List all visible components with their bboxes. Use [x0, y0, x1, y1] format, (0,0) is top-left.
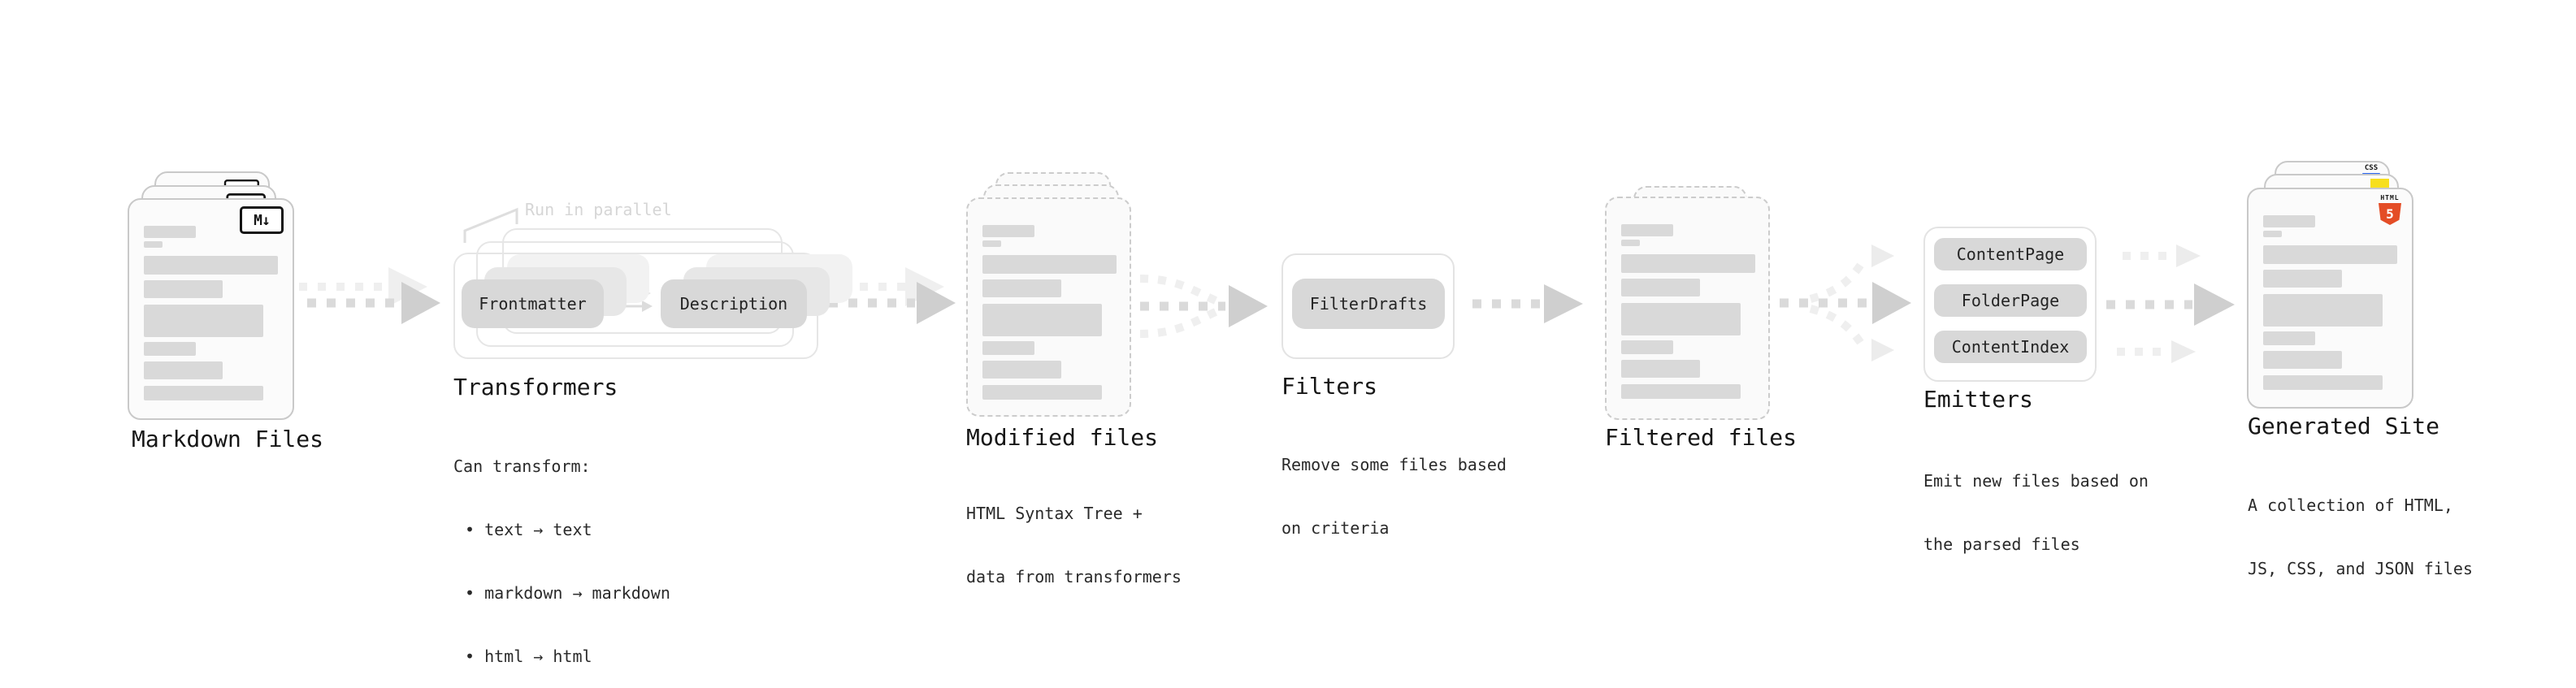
doc-content-bar — [144, 226, 196, 238]
doc-content-bar — [2263, 331, 2315, 345]
doc-content-bar — [144, 305, 263, 337]
doc-content-bar — [144, 342, 196, 356]
doc-content-bar — [982, 255, 1117, 274]
arrow-transformers-to-modified — [829, 282, 956, 324]
doc-content-bar — [144, 386, 263, 400]
run-in-parallel-annotation: Run in parallel — [525, 200, 672, 219]
doc-content-bar — [144, 280, 223, 298]
markdown-files-label: Markdown Files — [132, 426, 324, 452]
doc-content-bar — [982, 361, 1061, 379]
filterdrafts-pill: FilterDrafts — [1292, 279, 1445, 329]
doc-content-bar — [1621, 279, 1700, 296]
doc-content-bar — [2263, 215, 2315, 227]
doc-content-bar — [1621, 224, 1673, 236]
filtered-files-label: Filtered files — [1605, 424, 1798, 451]
markdown-file-card: M↓ — [128, 198, 294, 420]
doc-content-bar — [982, 225, 1034, 237]
generated-file-card: HTML 5 — [2247, 188, 2413, 409]
arrow-emitters-to-generated — [2106, 244, 2235, 363]
doc-content-bar — [2263, 270, 2342, 288]
doc-content-bar — [144, 241, 163, 248]
doc-content-bar — [2263, 231, 2282, 237]
arrow-filters-to-filtered — [1472, 284, 1583, 323]
doc-content-bar — [2263, 351, 2342, 369]
doc-content-bar — [2263, 245, 2397, 264]
doc-content-bar — [982, 341, 1034, 355]
filtered-file-card — [1605, 197, 1770, 420]
emitter-pill-contentindex: ContentIndex — [1934, 331, 2087, 363]
markdown-icon: M↓ — [240, 206, 284, 234]
annotation-leader-line — [463, 207, 518, 243]
arrow-filtered-to-emitters — [1780, 244, 1911, 361]
transformers-label: Transformers — [453, 374, 618, 400]
arrow-modified-to-filters — [1139, 275, 1268, 338]
filters-desc: Remove some files based on criteria — [1281, 455, 1507, 538]
emitter-pill-folderpage: FolderPage — [1934, 284, 2087, 317]
emitters-desc: Emit new files based on the parsed files — [1923, 471, 2149, 554]
doc-content-bar — [982, 304, 1102, 336]
modified-files-desc: HTML Syntax Tree + data from transformer… — [966, 504, 1182, 586]
generated-site-desc: A collection of HTML, JS, CSS, and JSON … — [2248, 495, 2473, 578]
doc-content-bar — [144, 361, 223, 379]
doc-content-bar — [982, 385, 1102, 400]
filters-label: Filters — [1281, 373, 1378, 400]
arrow-markdown-to-transformers — [307, 282, 440, 324]
generated-site-label: Generated Site — [2248, 413, 2440, 439]
description-pill: Description — [661, 279, 807, 328]
doc-content-bar — [2263, 294, 2383, 327]
emitters-label: Emitters — [1923, 386, 2033, 413]
modified-files-label: Modified files — [966, 424, 1159, 451]
frontmatter-pill: Frontmatter — [462, 279, 604, 328]
doc-content-bar — [1621, 340, 1673, 354]
doc-content-bar — [1621, 254, 1755, 273]
html5-icon: HTML 5 — [2378, 194, 2402, 225]
doc-content-bar — [1621, 360, 1700, 378]
doc-content-bar — [1621, 240, 1640, 246]
doc-content-bar — [2263, 375, 2383, 390]
doc-content-bar — [1621, 384, 1741, 399]
modified-file-card — [966, 197, 1131, 417]
transformers-desc: Can transform: • text → text • markdown … — [453, 457, 670, 666]
doc-content-bar — [982, 279, 1061, 297]
doc-content-bar — [1621, 303, 1741, 335]
doc-content-bar — [144, 256, 278, 275]
js-icon — [2370, 179, 2389, 188]
doc-content-bar — [982, 240, 1001, 247]
emitter-pill-contentpage: ContentPage — [1934, 238, 2087, 270]
